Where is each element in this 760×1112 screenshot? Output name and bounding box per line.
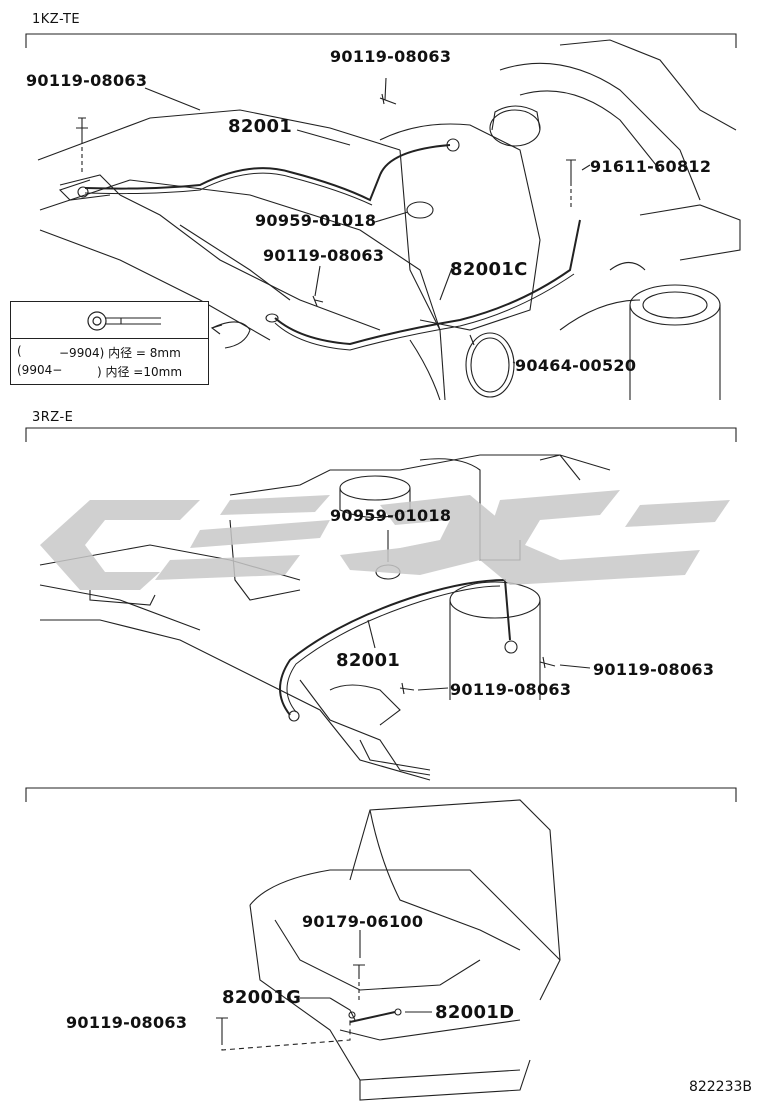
callout-clamp-band-1kz: 90464-00520 (515, 356, 637, 375)
callout-cable-82001d: 82001D (435, 1002, 515, 1023)
callout-cable-82001-1kz: 82001 (228, 116, 293, 137)
callout-bolt-left-seat: 90119-08063 (66, 1013, 188, 1032)
legend-row1-left: ( (17, 344, 22, 358)
terminal-icon (87, 311, 161, 331)
legend-divider (11, 338, 208, 339)
figure-number: 822233B (688, 1079, 752, 1095)
callout-cable-82001g: 82001G (222, 987, 302, 1008)
legend-row1-right: −9904) 内径 = 8mm (59, 346, 181, 360)
terminal-legend-box: ( −9904) 内径 = 8mm (9904− ) 内径 =10mm (10, 301, 209, 385)
callout-cable-82001-3rz: 82001 (336, 650, 401, 671)
section-label-3rz-e: 3RZ-E (32, 410, 74, 425)
callout-bolt-left-1kz: 90119-08063 (26, 71, 148, 90)
callout-clamp-3rz: 90959-01018 (330, 506, 452, 525)
callout-bolt-right-3rz: 90119-08063 (593, 660, 715, 679)
callout-bolt-right-1kz: 91611-60812 (590, 157, 712, 176)
callout-clamp-upper-1kz: 90959-01018 (255, 211, 377, 230)
legend-row2-right: ) 内径 =10mm (97, 365, 183, 379)
callout-bolt-mid-1kz: 90119-08063 (263, 246, 385, 265)
legend-row2-left: (9904− (17, 363, 63, 377)
callout-bolt-top-1kz: 90119-08063 (330, 47, 452, 66)
callout-nut-seat: 90179-06100 (302, 912, 424, 931)
callout-cable-82001c: 82001C (450, 259, 528, 280)
callout-bolt-lower-3rz: 90119-08063 (450, 680, 572, 699)
section-label-1kz-te: 1KZ-TE (32, 12, 81, 27)
